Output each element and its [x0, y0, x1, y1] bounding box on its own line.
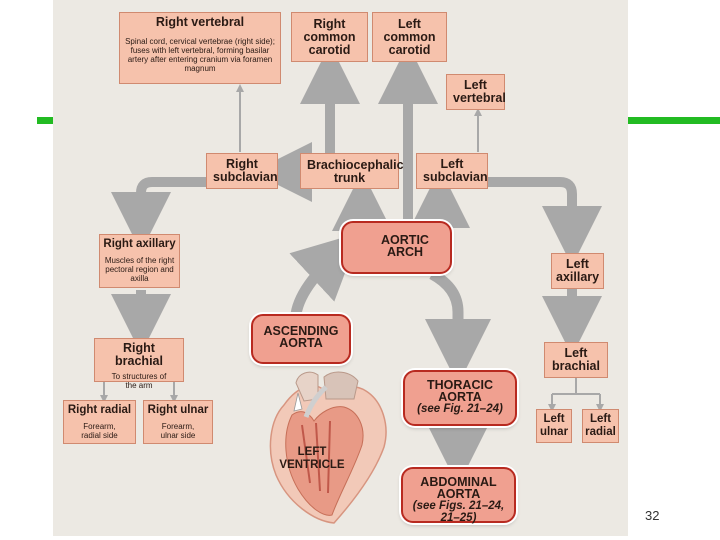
ascending-aorta-title: ASCENDING AORTA [263, 324, 339, 350]
right-ulnar-desc: Forearm, ulnar side [160, 422, 196, 440]
right-axillary-title: Right axillary [103, 238, 176, 250]
box-left-brachial: Left brachial [544, 342, 608, 378]
left-radial-title: Left radial [585, 413, 616, 438]
right-common-carotid-title: Right common carotid [303, 17, 356, 57]
heart-illustration [269, 371, 387, 524]
box-left-axillary: Left axillary [551, 253, 604, 289]
box-left-vertebral: Left vertebral [446, 74, 506, 110]
left-brachial-title: Left brachial [552, 346, 600, 373]
left-subclavian-title: Left subclavian [423, 157, 488, 184]
right-brachial-desc: To structures of the arm [111, 372, 167, 390]
abdominal-aorta-ref: (see Figs. 21–24, 21–25) [412, 500, 505, 524]
label-left-ventricle: LEFT VENTRICLE [275, 446, 349, 472]
right-vertebral-title: Right vertebral [155, 15, 245, 29]
box-right-radial: Right radial Forearm, radial side [63, 400, 136, 444]
arrow-ascending-to-arch [289, 232, 361, 316]
right-vertebral-desc: Spinal cord, cervical vertebrae (right s… [125, 37, 275, 73]
left-ventricle-title: LEFT VENTRICLE [279, 446, 345, 471]
right-radial-title: Right radial [67, 404, 132, 416]
box-aortic-arch: AORTIC ARCH [341, 221, 452, 274]
brachiocephalic-trunk-title: Brachiocephalic trunk [307, 158, 404, 185]
arrow-right-subclavian-to-axillary [111, 177, 206, 252]
box-right-ulnar: Right ulnar Forearm, ulnar side [143, 400, 213, 444]
arrow-left-subclavian-to-axillary [486, 177, 602, 266]
box-thoracic-aorta: THORACIC AORTA (see Fig. 21–24) [403, 370, 517, 426]
left-ulnar-title: Left ulnar [539, 413, 569, 438]
right-axillary-desc: Muscles of the right pectoral region and… [104, 256, 175, 283]
box-right-subclavian: Right subclavian [206, 153, 278, 189]
left-common-carotid-title: Left common carotid [383, 17, 436, 57]
accent-bar-left [37, 117, 57, 124]
box-ascending-aorta: ASCENDING AORTA [251, 314, 351, 364]
page-number: 32 [645, 508, 660, 523]
box-left-common-carotid: Left common carotid [372, 12, 447, 62]
aortic-arch-title: AORTIC ARCH [381, 233, 429, 259]
arrow-arch-to-thoracic [425, 269, 491, 385]
abdominal-aorta-title: ABDOMINAL AORTA [420, 475, 497, 501]
box-left-radial: Left radial [582, 409, 619, 443]
right-brachial-title: Right brachial [115, 341, 163, 368]
thoracic-aorta-title: THORACIC AORTA [427, 378, 493, 404]
right-ulnar-title: Right ulnar [147, 404, 209, 416]
left-vertebral-title: Left vertebral [453, 78, 506, 105]
box-right-common-carotid: Right common carotid [291, 12, 368, 62]
right-radial-desc: Forearm, radial side [81, 422, 118, 440]
box-right-vertebral: Right vertebral Spinal cord, cervical ve… [119, 12, 281, 84]
right-subclavian-title: Right subclavian [213, 157, 278, 184]
box-abdominal-aorta: ABDOMINAL AORTA (see Figs. 21–24, 21–25) [401, 467, 516, 524]
left-axillary-title: Left axillary [556, 257, 600, 284]
box-brachiocephalic-trunk: Brachiocephalic trunk [300, 153, 404, 189]
thoracic-aorta-ref: (see Fig. 21–24) [417, 403, 503, 415]
accent-bar-right [628, 117, 720, 124]
box-left-subclavian: Left subclavian [416, 153, 488, 189]
box-right-axillary: Right axillary Muscles of the right pect… [99, 234, 180, 288]
box-left-ulnar: Left ulnar [536, 409, 572, 443]
arrow-left-brachial-to-ulnar-radial [551, 378, 601, 405]
box-right-brachial: Right brachial To structures of the arm [94, 338, 184, 390]
